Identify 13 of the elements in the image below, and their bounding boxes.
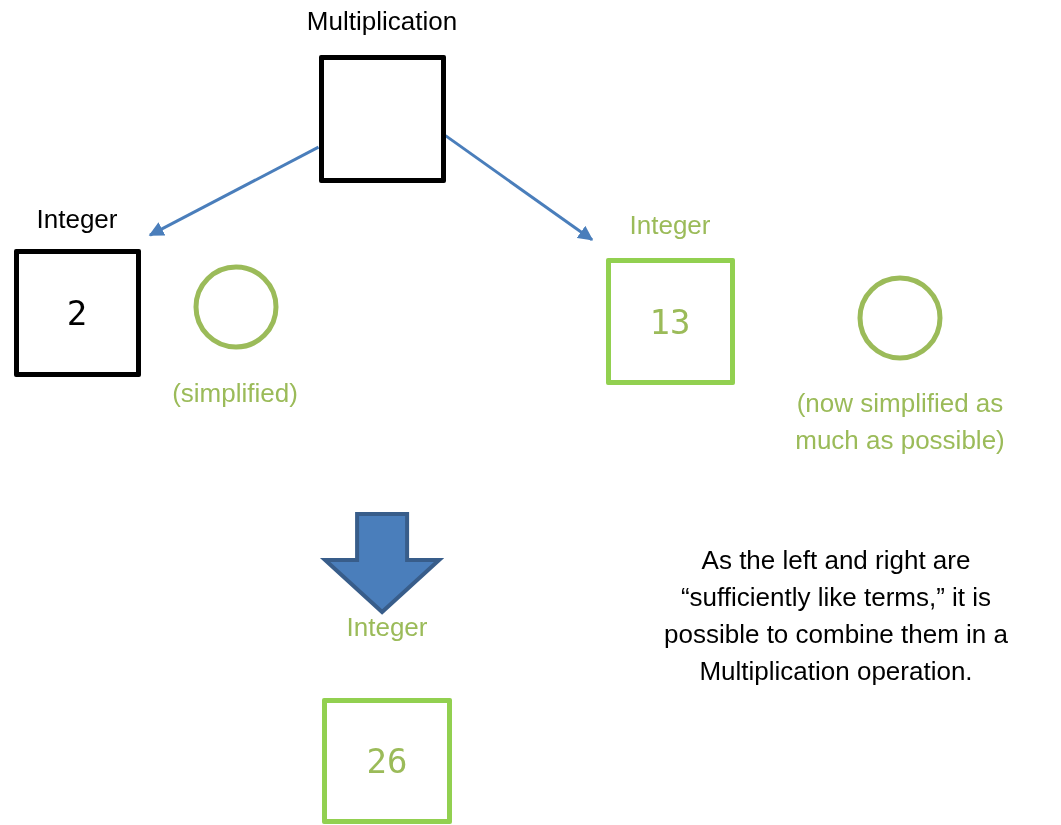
arrow [444,134,594,241]
explanation-text: As the left and right are “sufficiently like terms,” it is possible to combine them in a Multiplication operation. [663,544,1009,688]
value-box: 2 [13,249,141,377]
box-heading: Integer [346,612,428,642]
block-arrow [319,512,445,615]
note-text: (simplified) [171,377,299,410]
note-text: (now simplified as much as possible) [794,387,1006,457]
arrow [148,145,320,237]
value-box: 13 [605,258,735,385]
box-heading: Integer [629,210,711,240]
box-heading: Multiplication [306,6,458,36]
box-heading: Integer [36,204,118,234]
value-box: 26 [322,698,452,824]
